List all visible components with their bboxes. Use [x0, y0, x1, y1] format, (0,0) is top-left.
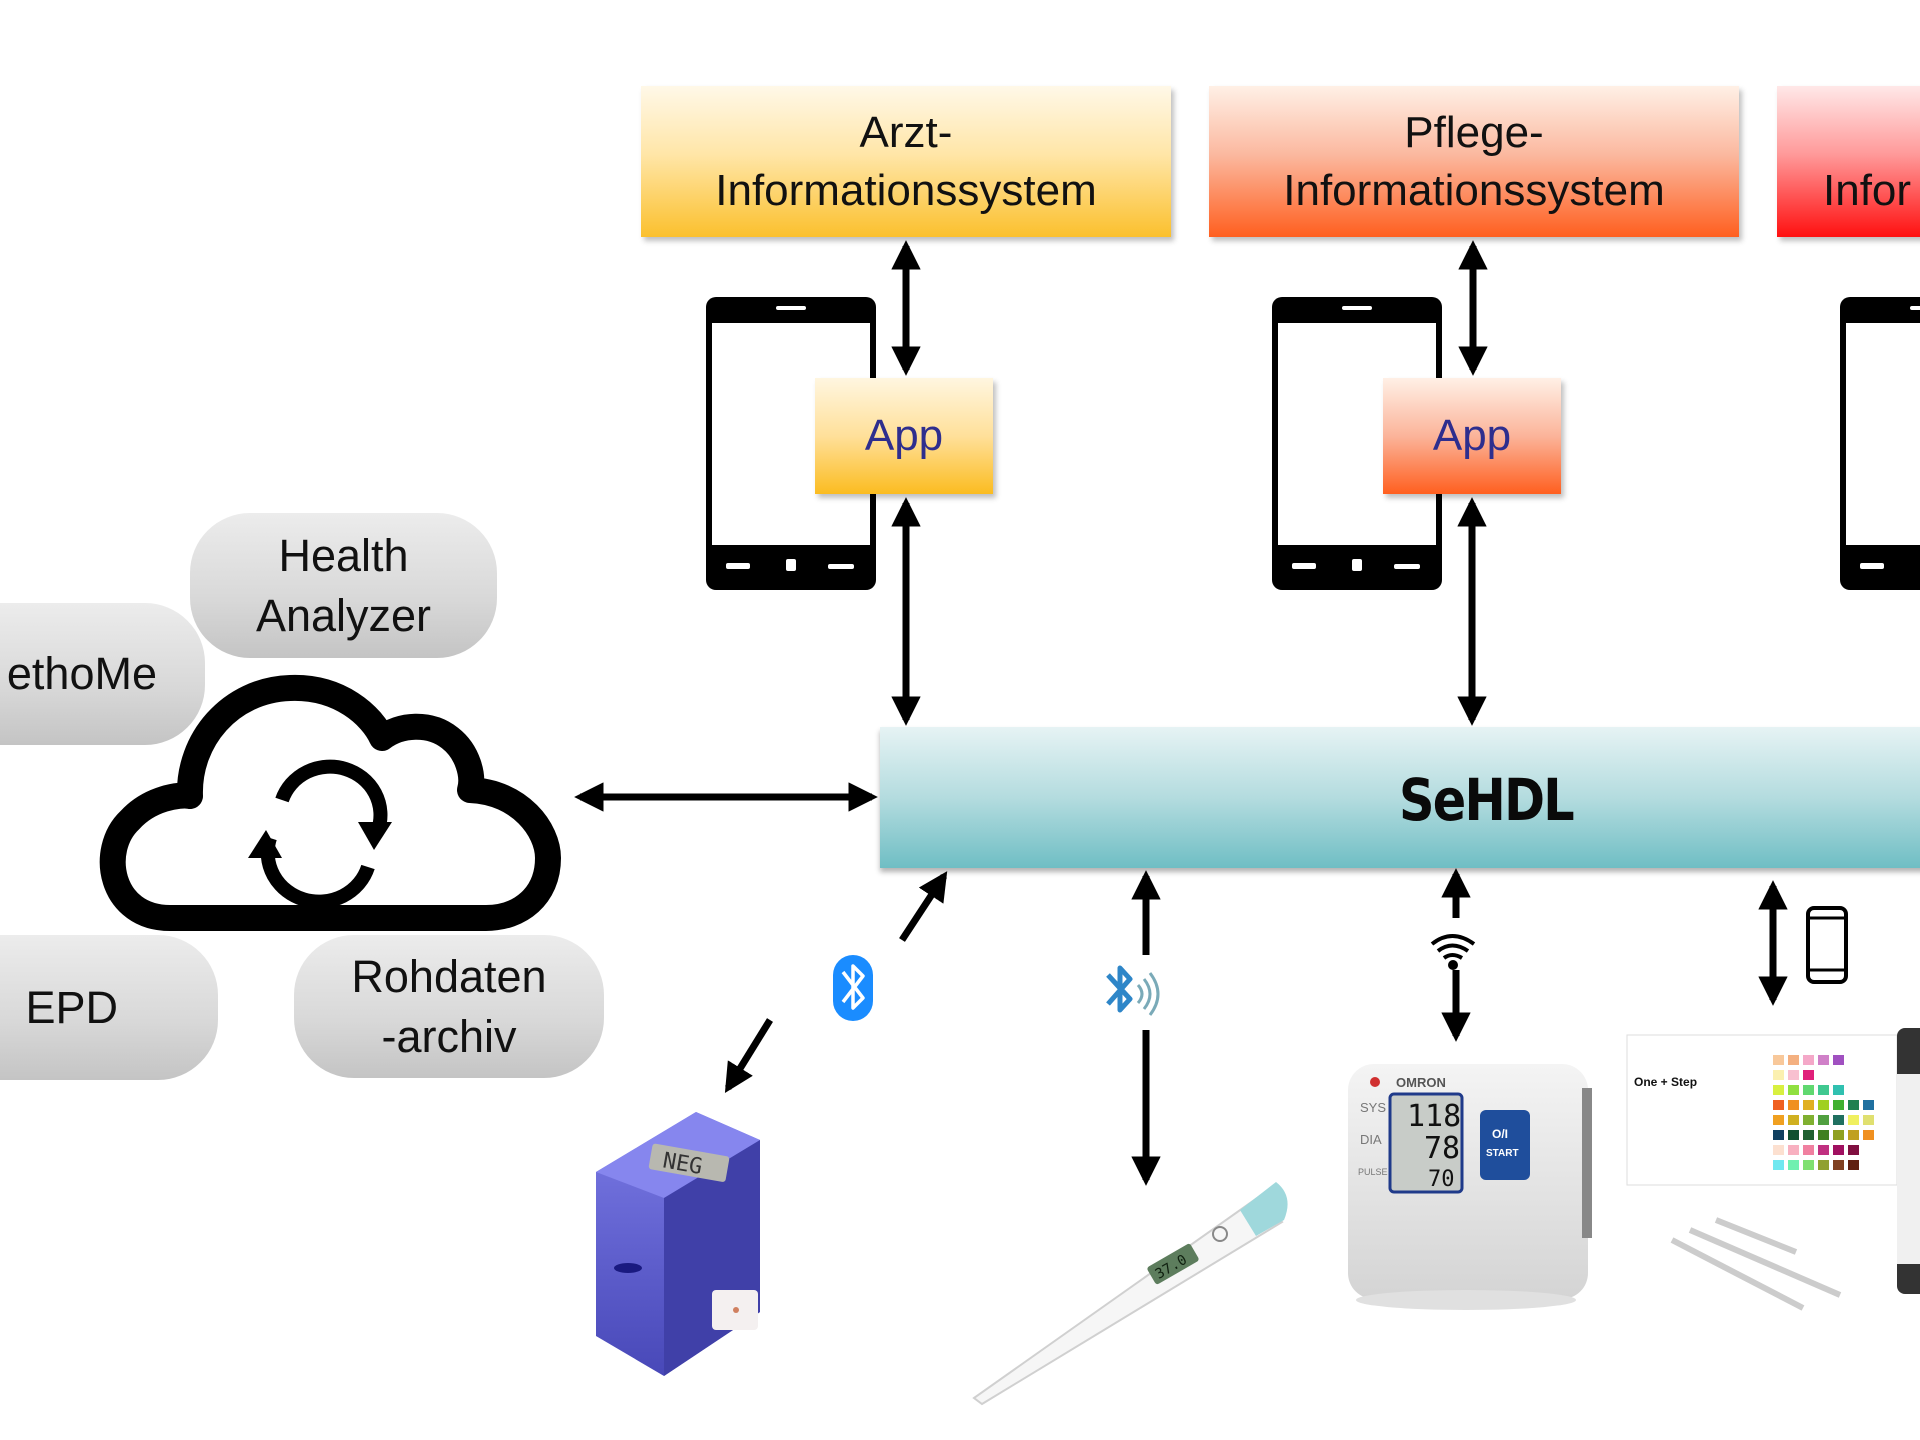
color-swatch: [1818, 1055, 1829, 1065]
color-swatch: [1863, 1115, 1874, 1125]
color-swatch: [1803, 1145, 1814, 1155]
third-informationssystem-box: Infor: [1777, 86, 1920, 237]
service-label-line1: Health: [278, 529, 409, 581]
color-swatch: [1788, 1115, 1799, 1125]
bp-label-sys: SYS: [1360, 1100, 1386, 1115]
service-epd: EPD: [0, 935, 218, 1080]
color-swatch: [1803, 1130, 1814, 1140]
color-swatch: [1788, 1100, 1799, 1110]
color-swatch: [1833, 1145, 1844, 1155]
smartphone-icon: [1840, 297, 1920, 590]
system-title-line2: Informationssystem: [715, 165, 1097, 215]
service-label-line2: Analyzer: [255, 589, 432, 641]
service-label: EPD: [25, 981, 118, 1033]
system-title-line1: Arzt-: [859, 107, 953, 157]
color-swatch: [1848, 1145, 1859, 1155]
arrow-sehdl-analyzer-upper: [899, 871, 948, 942]
smartphone-icon: [1806, 906, 1848, 984]
color-swatch: [1803, 1055, 1814, 1065]
color-swatch: [1848, 1100, 1859, 1110]
color-swatch: [1788, 1070, 1799, 1080]
bp-button-line1: O/I: [1492, 1127, 1508, 1141]
sehdl-hub-label: SeHDL: [1398, 766, 1575, 834]
arzt-app-box: App: [815, 378, 993, 494]
color-swatch: [1788, 1055, 1799, 1065]
service-health-analyzer: Health Analyzer: [190, 513, 497, 658]
service-rohdatenarchiv: Rohdaten -archiv: [294, 935, 604, 1078]
color-swatch: [1773, 1115, 1784, 1125]
thermometer-image: 37.0: [972, 1182, 1288, 1406]
service-label-line2: -archiv: [381, 1010, 517, 1062]
system-title-line2: Infor: [1823, 165, 1912, 215]
color-swatch: [1773, 1130, 1784, 1140]
color-swatch-grid: [1773, 1055, 1874, 1170]
color-swatch: [1818, 1115, 1829, 1125]
color-swatch: [1773, 1145, 1784, 1155]
smartphone-icon: [706, 297, 876, 590]
bp-value-pulse: 70: [1428, 1167, 1455, 1192]
color-swatch: [1833, 1115, 1844, 1125]
bp-label-dia: DIA: [1360, 1132, 1382, 1147]
arrow-sehdl-analyzer-lower: [724, 1018, 773, 1094]
analyzer-device-image: NEG: [596, 1112, 760, 1376]
color-swatch: [1773, 1100, 1784, 1110]
system-title-line2: Informationssystem: [1283, 165, 1665, 215]
color-swatch: [1788, 1085, 1799, 1095]
strip-chart-title: One + Step: [1634, 1075, 1697, 1089]
color-swatch: [1818, 1130, 1829, 1140]
bluetooth-signal-icon: [1106, 965, 1160, 1016]
color-swatch: [1848, 1115, 1859, 1125]
bp-button-line2: START: [1486, 1148, 1519, 1159]
app-label: App: [1432, 411, 1512, 460]
bp-label-pulse: PULSE: [1358, 1167, 1388, 1177]
bp-value-sys: 118: [1407, 1099, 1461, 1134]
color-swatch: [1848, 1160, 1859, 1170]
bluetooth-icon: [833, 955, 873, 1021]
blood-pressure-monitor-image: OMRON SYS DIA PULSE 118 78 70 O/I START: [1348, 1064, 1592, 1310]
color-swatch: [1833, 1055, 1844, 1065]
color-swatch: [1863, 1100, 1874, 1110]
bp-brand: OMRON: [1396, 1075, 1446, 1090]
color-swatch: [1818, 1145, 1829, 1155]
color-swatch: [1788, 1160, 1799, 1170]
color-swatch: [1773, 1055, 1784, 1065]
color-swatch: [1848, 1130, 1859, 1140]
app-label: App: [864, 411, 944, 460]
service-label: ethoMe: [6, 648, 157, 699]
service-label-line1: Rohdaten: [351, 950, 547, 1002]
color-swatch: [1803, 1100, 1814, 1110]
service-ethome: ethoMe: [0, 603, 205, 745]
color-swatch: [1788, 1130, 1799, 1140]
color-swatch: [1803, 1070, 1814, 1080]
color-swatch: [1833, 1160, 1844, 1170]
color-swatch: [1773, 1160, 1784, 1170]
urine-test-strips-image: One + Step: [1626, 1028, 1920, 1311]
cloud-sync-icon: [99, 674, 561, 931]
wifi-icon: [1430, 934, 1476, 970]
color-swatch: [1803, 1115, 1814, 1125]
arzt-informationssystem-box: Arzt- Informationssystem: [641, 86, 1171, 237]
color-swatch: [1833, 1085, 1844, 1095]
color-swatch: [1803, 1085, 1814, 1095]
color-swatch: [1833, 1130, 1844, 1140]
pflege-app-box: App: [1383, 378, 1561, 494]
system-title-line1: Pflege-: [1404, 107, 1544, 157]
color-swatch: [1788, 1145, 1799, 1155]
sehdl-hub-bar: [880, 727, 1920, 868]
color-swatch: [1833, 1100, 1844, 1110]
color-swatch: [1803, 1160, 1814, 1170]
color-swatch: [1818, 1100, 1829, 1110]
bp-value-dia: 78: [1424, 1131, 1460, 1166]
pflege-informationssystem-box: Pflege- Informationssystem: [1209, 86, 1739, 237]
color-swatch: [1818, 1160, 1829, 1170]
color-swatch: [1818, 1085, 1829, 1095]
color-swatch: [1773, 1085, 1784, 1095]
color-swatch: [1863, 1130, 1874, 1140]
color-swatch: [1773, 1070, 1784, 1080]
